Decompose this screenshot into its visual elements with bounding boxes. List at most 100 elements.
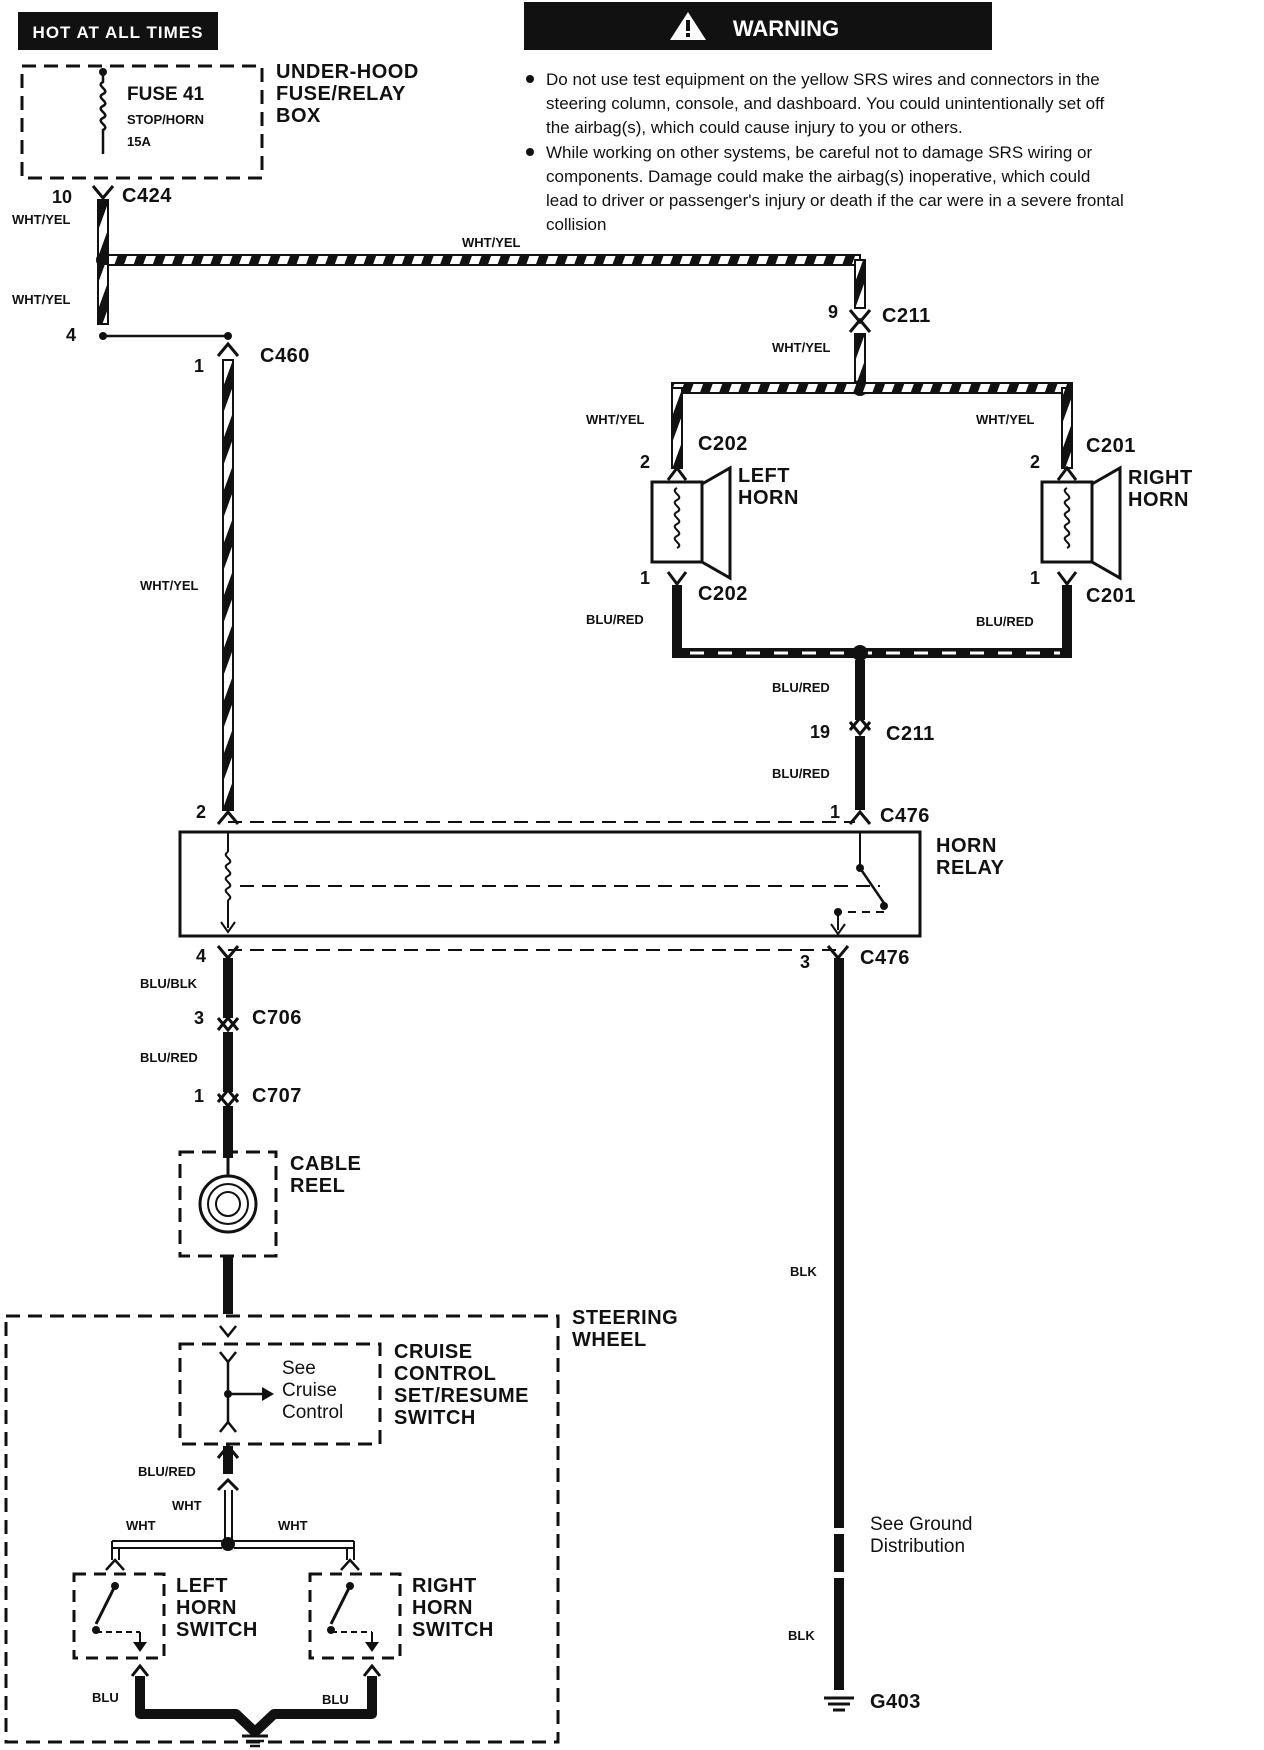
fuse-box-title-2: FUSE/RELAY [276,83,406,105]
cruise-ref-2: Cruise [282,1380,337,1401]
horn-relay-label-1: HORN [936,835,997,857]
warning-bullet-2-line-1: While working on other systems, be caref… [546,143,1092,162]
wire-label-blu-red-1: BLU/RED [586,612,644,627]
fuse-box-title-3: BOX [276,105,321,127]
cruise-switch-label-4: SWITCH [394,1407,476,1429]
fuse-name: FUSE 41 [127,84,205,105]
left-horn: 2 C202 LEFT HORN 1 C202 [640,433,799,605]
cruise-switch-label-3: SET/RESUME [394,1385,529,1407]
warning-title: WARNING [733,16,839,41]
wire-label-wht-yel-6: WHT/YEL [586,412,645,427]
blk-ground-wire: BLK See Ground Distribution BLK G403 [788,958,972,1713]
cruise-ref-1: See [282,1358,316,1379]
wire-label-wht-1: WHT [172,1498,202,1513]
wire-label-wht-yel-1: WHT/YEL [12,212,71,227]
steering-wheel-label-2: WHEEL [572,1329,647,1351]
ground-symbol-icon [242,1734,268,1748]
c706-pin: 3 [194,1008,204,1028]
wire-label-wht-3: WHT [278,1518,308,1533]
blu-blk-wire-chain: BLU/BLK 3 C706 BLU/RED 1 C707 [140,958,302,1158]
steering-wheel-label-1: STEERING [572,1307,678,1329]
wire-label-blu-red-5: BLU/RED [140,1050,198,1065]
c202-bot-pin: 1 [640,568,650,588]
coil-icon [1063,487,1071,549]
wire-label-wht-2: WHT [126,1518,156,1533]
wire-label-blu-2: BLU [322,1692,349,1707]
warning-text: Do not use test equipment on the yellow … [526,70,1124,234]
cable-reel: CABLE REEL [178,1150,361,1314]
wire-label-wht-yel-3: WHT/YEL [12,292,71,307]
wire-label-wht-yel-2: WHT/YEL [462,235,521,250]
c460-pin-out: 1 [194,356,204,376]
wire-label-blu-1: BLU [92,1690,119,1705]
c707-name: C707 [252,1085,302,1107]
right-horn-switch: RIGHT HORN SWITCH [308,1558,493,1660]
c201-top-name: C201 [1086,435,1136,457]
horn-speaker-icon [1090,465,1122,581]
fuse-rating: 15A [127,134,151,149]
ground-name: G403 [870,1691,921,1713]
horn-speaker-icon [700,465,732,581]
warning-box: WARNING [524,2,992,50]
horn-relay: 2 1 C476 HORN RELAY 4 3 C476 [178,802,1005,972]
left-horn-switch-label-3: SWITCH [176,1619,258,1641]
c476-top-pin: 1 [830,802,840,822]
c211-bot-name: C211 [886,723,935,745]
c201-bot-pin: 1 [1030,568,1040,588]
connector-c211-bottom: 19 C211 BLU/RED [772,715,935,810]
connector-c424: 10 C424 [52,185,172,207]
left-horn-label-2: HORN [738,487,799,509]
c460-pin-in: 4 [66,325,76,345]
right-horn-label-1: RIGHT [1128,467,1193,489]
c706-name: C706 [252,1007,302,1029]
cable-reel-label-1: CABLE [290,1153,361,1175]
ground-ref-line-1: See Ground [870,1514,972,1535]
wht-yel-wires: WHT/YEL WHT/YEL WHT/YEL 4 1 C460 WHT/YEL [12,199,866,811]
ground-symbol-icon [824,1696,854,1712]
c202-bot-name: C202 [698,583,748,605]
wire-label-wht-yel-5: WHT/YEL [772,340,831,355]
c211-top-pin: 9 [828,302,838,322]
right-horn-label-2: HORN [1128,489,1189,511]
wire-label-blu-red-2: BLU/RED [976,614,1034,629]
arrow-right-icon [262,1387,274,1401]
wire-label-blk-1: BLK [790,1264,817,1279]
wire-label-wht-yel-7: WHT/YEL [976,412,1035,427]
warning-bullet-2-line-4: collision [546,215,606,234]
cruise-ref-3: Control [282,1402,343,1423]
wire-label-blu-red-3: BLU/RED [772,680,830,695]
right-horn-switch-label-1: RIGHT [412,1575,477,1597]
wire-label-blk-2: BLK [788,1628,815,1643]
cable-reel-spiral-icon [198,1152,258,1234]
c476-bot-name: C476 [860,947,910,969]
wire-label-blu-red-4: BLU/RED [772,766,830,781]
fuse-symbol-icon [99,72,107,154]
c476-top-name: C476 [880,805,930,827]
left-horn-switch-label-2: HORN [176,1597,237,1619]
warning-triangle-icon [670,12,706,40]
coil-icon [673,487,681,549]
cruise-switch-label-1: CRUISE [394,1341,473,1363]
wire-label-blu-red-6: BLU/RED [138,1464,196,1479]
right-horn: 2 C201 RIGHT HORN 1 C201 [1030,435,1193,607]
horn-relay-label-2: RELAY [936,857,1005,879]
under-hood-fuse-relay-box: FUSE 41 STOP/HORN 15A UNDER-HOOD FUSE/RE… [20,61,418,180]
connector-c211-top: 9 C211 WHT/YEL [772,302,931,396]
hot-at-all-times-banner: HOT AT ALL TIMES [18,12,218,50]
c211-bot-pin: 19 [810,722,830,742]
relay-pin-bot: 4 [196,946,206,966]
right-horn-switch-label-2: HORN [412,1597,473,1619]
warning-bullet-1-line-2: steering column, console, and dashboard.… [546,94,1105,113]
warning-bullet-1-line-3: the airbag(s), which could cause injury … [546,118,963,137]
hot-label: HOT AT ALL TIMES [33,23,204,42]
cruise-switch-label-2: CONTROL [394,1363,496,1385]
c201-top-pin: 2 [1030,452,1040,472]
warning-bullet-2-line-2: components. Damage could make the airbag… [546,167,1090,186]
c202-top-pin: 2 [640,452,650,472]
c202-top-name: C202 [698,433,748,455]
c424-pin: 10 [52,187,72,207]
warning-bullet-1-line-1: Do not use test equipment on the yellow … [546,70,1100,89]
fuse-desc: STOP/HORN [127,112,204,127]
left-horn-label-1: LEFT [738,465,790,487]
c211-top-name: C211 [882,305,931,327]
